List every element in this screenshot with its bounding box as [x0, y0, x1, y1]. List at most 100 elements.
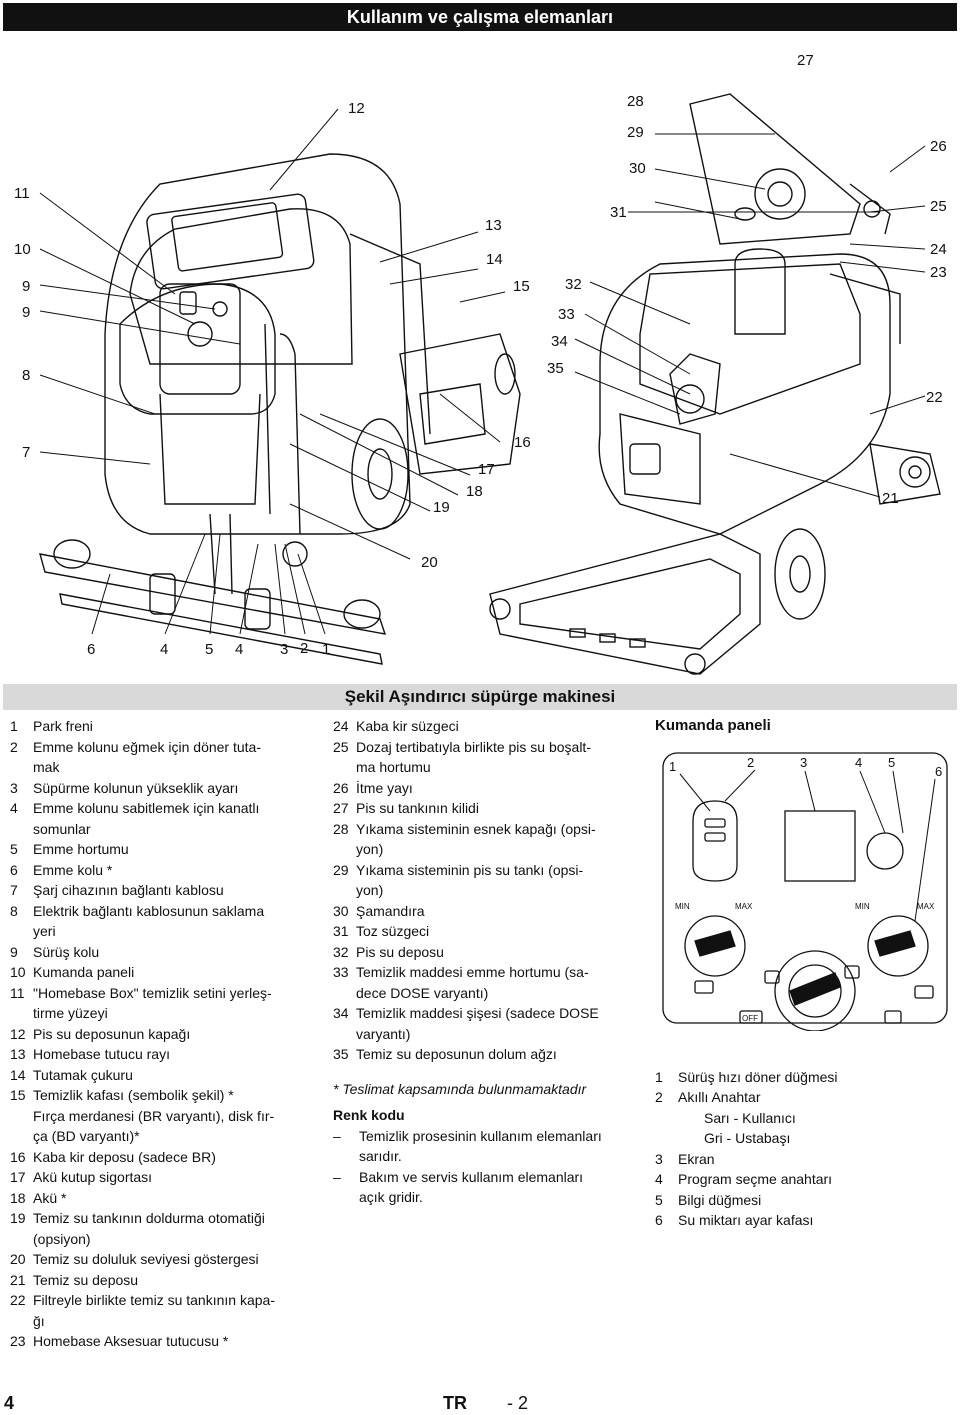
item-number: 6	[655, 1212, 663, 1228]
smart-key-icon	[692, 799, 738, 882]
left-machine-body	[104, 153, 411, 535]
item-text: somunlar	[33, 820, 91, 837]
right-machine-body	[598, 253, 891, 535]
callout-12: 12	[348, 100, 365, 117]
speed-knob-icon	[684, 914, 746, 977]
callout-35: 35	[547, 360, 564, 377]
item-number: 1	[10, 718, 18, 734]
dirty-water-lid	[146, 193, 315, 290]
min-label-left: MIN	[675, 902, 690, 911]
min-label-right: MIN	[855, 902, 870, 911]
color-code-item: açık gridir.	[333, 1187, 633, 1208]
item-number: 16	[10, 1148, 26, 1165]
item-text: (opsiyon)	[33, 1230, 91, 1247]
figure-caption: Şekil Aşındırıcı süpürge makinesi	[3, 684, 957, 710]
color-code-text: açık gridir.	[359, 1189, 423, 1205]
item-number: 33	[333, 964, 349, 980]
callout-15: 15	[513, 278, 530, 295]
item-number: 35	[333, 1046, 349, 1062]
item-number: 21	[10, 1271, 26, 1288]
callout-11: 11	[14, 185, 30, 202]
item-text: Ekran	[678, 1150, 715, 1167]
callout-3: 3	[280, 641, 288, 658]
legend-item: ğı	[10, 1311, 310, 1332]
cp-callout-5: 5	[888, 755, 895, 770]
color-code-item: –Temizlik prosesinin kullanım elemanları	[333, 1126, 633, 1147]
legend-item: 1 Park freni	[10, 716, 310, 737]
cleaning-head	[489, 533, 761, 675]
squeegee	[39, 553, 387, 635]
legend-item: tirme yüzeyi	[10, 1003, 310, 1024]
callout-2: 2	[300, 640, 308, 657]
callout-23: 23	[930, 264, 947, 281]
item-number: 28	[333, 820, 349, 837]
item-text: mak	[33, 759, 60, 775]
dash-marker: –	[333, 1168, 341, 1185]
color-code-item: sarıdır.	[333, 1146, 633, 1167]
item-number	[10, 819, 33, 840]
page-sub: - 2	[507, 1393, 528, 1414]
item-number	[333, 1024, 356, 1045]
item-text: yeri	[33, 923, 56, 939]
max-label-left: MAX	[735, 902, 753, 911]
item-number: 22	[10, 1292, 26, 1308]
item-number: 20	[10, 1251, 26, 1267]
callout-5: 5	[205, 641, 213, 658]
page-sub-text: - 2	[507, 1393, 529, 1413]
item-number	[333, 983, 356, 1004]
item-text: Pis su deposu	[356, 943, 444, 960]
item-text: İtme yayı	[356, 779, 413, 796]
item-number: 27	[333, 800, 349, 816]
page-title: Kullanım ve çalışma elemanları	[3, 3, 957, 31]
legend-item: Fırça merdanesi (BR varyantı), disk fır-	[10, 1106, 310, 1127]
item-number: 3	[10, 779, 18, 796]
item-number: 34	[333, 1005, 349, 1021]
item-text: Temiz su doluluk seviyesi göstergesi	[33, 1251, 259, 1267]
item-number: 18	[10, 1189, 26, 1206]
item-number: 8	[10, 902, 18, 919]
legend-item: varyantı)	[333, 1024, 633, 1045]
control-panel-section: Kumanda paneli	[655, 716, 955, 1231]
item-text: Sürüş hızı döner düğmesi	[678, 1068, 838, 1085]
callout-31: 31	[610, 204, 627, 221]
callout-10: 10	[14, 241, 31, 258]
callout-22: 22	[926, 389, 943, 406]
callout-28: 28	[627, 93, 644, 110]
item-number: 12	[10, 1025, 26, 1042]
callout-27: 27	[797, 52, 814, 69]
callout-1: 1	[322, 641, 330, 658]
control-panel-block	[159, 283, 241, 395]
cp-callout-6: 6	[935, 764, 942, 779]
item-number	[10, 1126, 33, 1147]
item-number: 10	[10, 964, 26, 980]
callout-20: 20	[421, 554, 438, 571]
color-code-text: Temizlik prosesinin kullanım elemanları	[359, 1127, 602, 1144]
program-selector-icon	[774, 949, 856, 1031]
front-panel	[619, 413, 701, 505]
item-number: 2	[10, 738, 18, 755]
water-knob-icon	[867, 914, 929, 977]
item-number: 1	[655, 1068, 663, 1085]
item-text: Sarı - Kullanıcı	[704, 1109, 796, 1126]
item-text: ça (BD varyantı)*	[33, 1128, 140, 1144]
item-text: Şarj cihazının bağlantı kablosu	[33, 882, 224, 898]
item-text: Park freni	[33, 718, 93, 734]
item-text: Emme kolu *	[33, 861, 113, 878]
callout-16: 16	[514, 434, 531, 451]
